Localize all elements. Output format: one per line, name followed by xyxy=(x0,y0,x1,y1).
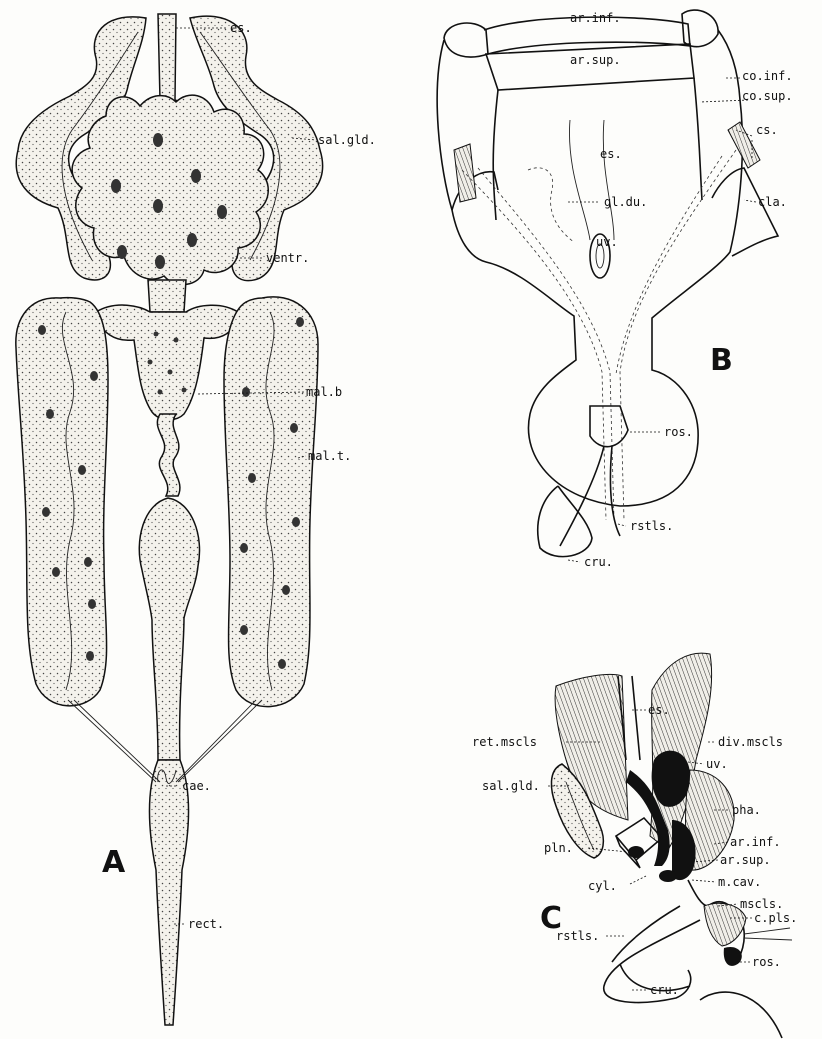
c-label-div-mscls: div.mscls xyxy=(718,735,783,749)
c-label-ar-inf: ar.inf. xyxy=(730,835,781,849)
b-label-uv: uv. xyxy=(596,235,618,249)
c-label-mscls: mscls. xyxy=(740,897,783,911)
c-label-m-cav: m.cav. xyxy=(718,875,761,889)
b-label-es: es. xyxy=(600,147,622,161)
c-label-rstls: rstls. xyxy=(556,929,599,943)
a-malpighian-tube-left-shape xyxy=(16,298,108,706)
a-label-es: es. xyxy=(230,21,252,35)
b-label-rstls: rstls. xyxy=(630,519,673,533)
b-left-cap-shape xyxy=(444,23,488,57)
c-label-c-pls: c.pls. xyxy=(754,911,797,925)
b-leader-lines xyxy=(568,78,756,562)
a-hindgut-bulb-shape xyxy=(139,498,199,760)
c-label-sal-gld: sal.gld. xyxy=(482,779,540,793)
a-label-sal-gld: sal.gld. xyxy=(318,133,376,147)
a-esophagus-shape xyxy=(150,14,186,104)
c-label-ros: ros. xyxy=(752,955,781,969)
a-malpighian-base-shape xyxy=(96,305,238,420)
b-rostrum-shape xyxy=(590,406,628,447)
b-left-clasp-shape xyxy=(454,144,476,202)
b-arch-superior-shape xyxy=(486,44,694,90)
c-label-pln: pln. xyxy=(544,841,573,855)
figure-b: ar.inf. ar.sup. co.inf. co.sup. cs. es. … xyxy=(437,10,792,569)
c-label-ar-sup: ar.sup. xyxy=(720,853,771,867)
b-label-gl-du: gl.du. xyxy=(604,195,647,209)
figure-a: es. sal.gld. ventr. mal.b mal.t. cae. re… xyxy=(16,14,376,1025)
a-beaded-hindgut-shape xyxy=(157,414,180,496)
b-label-co-inf: co.inf. xyxy=(742,69,793,83)
c-label-es: es. xyxy=(648,703,670,717)
c-label-uv: uv. xyxy=(706,757,728,771)
c-label-pha: pha. xyxy=(732,803,761,817)
b-label-ar-inf: ar.inf. xyxy=(570,11,621,25)
figure-c: es. ret.mscls div.mscls uv. sal.gld. pha… xyxy=(472,653,797,1038)
b-crura-shape xyxy=(538,486,592,557)
a-malpighian-tube-right-shape xyxy=(224,297,318,707)
a-label-cae: cae. xyxy=(182,779,211,793)
c-label-ret-mscls: ret.mscls xyxy=(472,735,537,749)
b-label-ros: ros. xyxy=(664,425,693,439)
c-rostrum-shape xyxy=(724,947,742,966)
b-label-cla: cla. xyxy=(758,195,787,209)
a-label-mal-t: mal.t. xyxy=(308,449,351,463)
panel-label-a: A xyxy=(102,845,126,880)
a-label-mal-b: mal.b xyxy=(306,385,342,399)
panel-label-b: B xyxy=(710,343,733,378)
b-esophagus-shape xyxy=(569,120,614,240)
c-label-cru: cru. xyxy=(650,983,679,997)
a-rectum-shape xyxy=(150,760,189,1025)
c-label-cyl: cyl. xyxy=(588,879,617,893)
b-gland-duct-shape xyxy=(528,168,574,242)
a-label-rect: rect. xyxy=(188,917,224,931)
b-label-co-sup: co.sup. xyxy=(742,89,793,103)
b-label-cru: cru. xyxy=(584,555,613,569)
b-label-ar-sup: ar.sup. xyxy=(570,53,621,67)
b-label-cs: cs. xyxy=(756,123,778,137)
b-right-cap-shape xyxy=(682,10,718,47)
a-label-ventr: ventr. xyxy=(266,251,309,265)
panel-label-c: C xyxy=(540,901,562,936)
